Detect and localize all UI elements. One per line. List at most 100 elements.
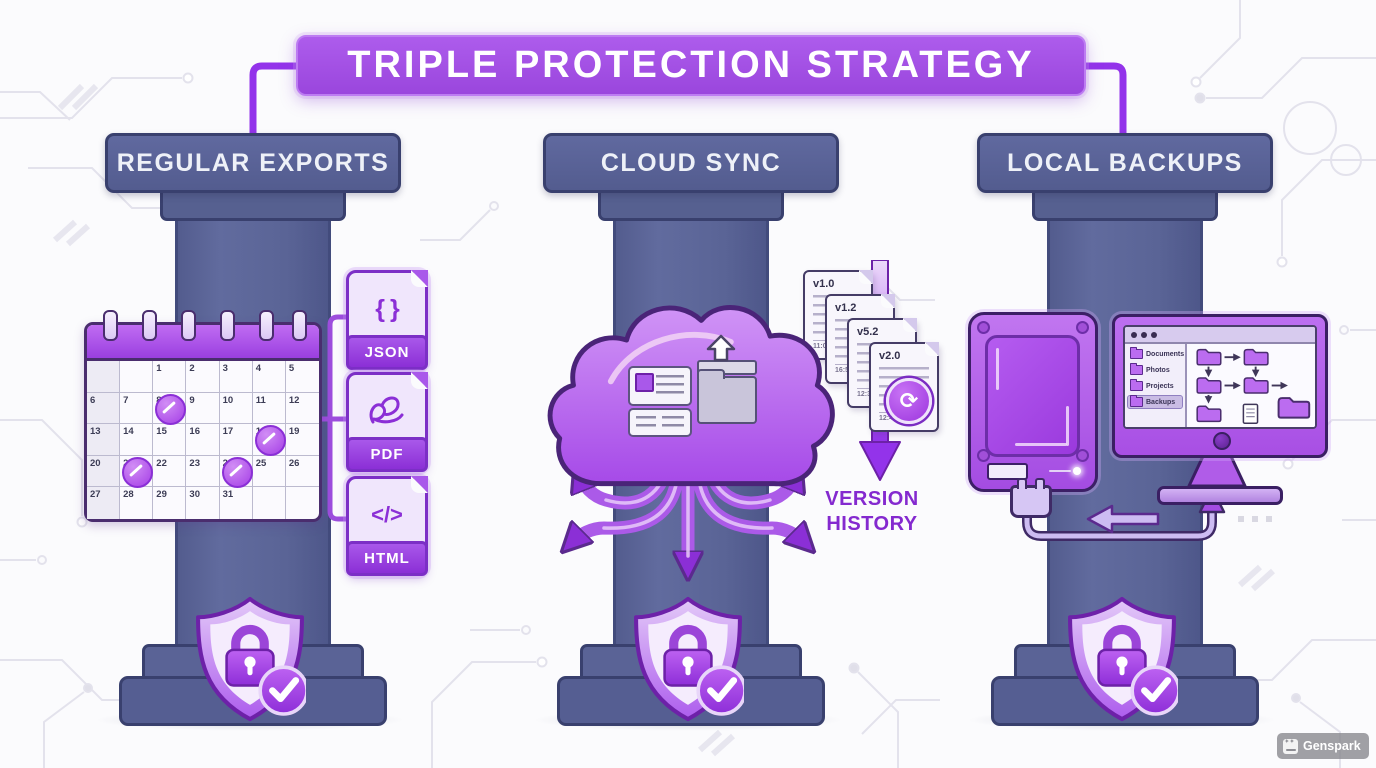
version-history-caption: VERSION HISTORY bbox=[825, 488, 919, 535]
window-dot-icon bbox=[1151, 331, 1157, 338]
json-braces-icon: { } bbox=[375, 294, 399, 323]
window-titlebar bbox=[1125, 327, 1315, 344]
calendar-day: 1 bbox=[153, 361, 187, 393]
led-indicator bbox=[1073, 467, 1081, 475]
calendar-day: 30 bbox=[186, 487, 220, 519]
thumbnail-icon bbox=[635, 373, 654, 392]
calendar-day: 16 bbox=[186, 424, 220, 456]
folder-icon bbox=[1130, 395, 1143, 407]
calendar-day: 29 bbox=[153, 487, 187, 519]
sidebar-item-projects: Projects bbox=[1128, 379, 1182, 392]
calendar-day: 6 bbox=[87, 392, 121, 425]
monitor-icon: Documents Photos Projects Backups bbox=[1112, 314, 1328, 458]
monitor-screen: Documents Photos Projects Backups bbox=[1123, 325, 1317, 429]
html-label: HTML bbox=[346, 541, 428, 576]
security-shield-local bbox=[1066, 593, 1178, 723]
pdf-glyph-icon bbox=[349, 387, 425, 435]
calendar-day: 14 bbox=[120, 424, 154, 456]
drive-panel bbox=[985, 335, 1080, 457]
pillar-header-local: LOCAL BACKUPS bbox=[977, 133, 1273, 193]
version-label: v1.0 bbox=[813, 278, 835, 290]
sidebar-item-backups-selected: Backups bbox=[1127, 395, 1183, 409]
calendar-ring bbox=[142, 310, 157, 341]
calendar-day: 28 bbox=[120, 487, 154, 519]
calendar-ring bbox=[292, 310, 307, 341]
calendar-day: 7 bbox=[120, 392, 154, 425]
calendar-day: 22 bbox=[153, 455, 187, 488]
file-format-pdf: PDF bbox=[346, 372, 428, 472]
pillar-label-local: LOCAL BACKUPS bbox=[1007, 148, 1243, 177]
page-fold-icon bbox=[903, 318, 917, 332]
calendar-day: 25 bbox=[252, 455, 286, 488]
genspark-logo-icon bbox=[1283, 738, 1298, 754]
watermark-label: Genspark bbox=[1303, 739, 1361, 753]
calendar-day: 31 bbox=[220, 487, 253, 519]
calendar-ring bbox=[220, 310, 235, 341]
text-lines-icon bbox=[662, 416, 684, 429]
html-code-icon: </> bbox=[371, 502, 403, 527]
screw-icon bbox=[977, 321, 990, 334]
export-schedule-calendar: 1 2 3 4 5 6 7 8 9 10 11 12 13 14 15 16 1… bbox=[84, 310, 322, 522]
page-title: TRIPLE PROTECTION STRATEGY bbox=[347, 44, 1035, 86]
calendar-day-marked: 21 bbox=[120, 455, 154, 488]
calendar-ring bbox=[259, 310, 274, 341]
genspark-watermark: Genspark bbox=[1277, 733, 1369, 759]
usb-plug-icon bbox=[1010, 478, 1052, 518]
calendar-day bbox=[253, 487, 286, 519]
upload-arrow-icon bbox=[706, 334, 736, 362]
monitor-base bbox=[1157, 486, 1283, 505]
calendar-day: 27 bbox=[87, 487, 121, 519]
window-dot-icon bbox=[1131, 331, 1137, 338]
calendar-day-marked: 18 bbox=[252, 424, 286, 457]
file-browser-sidebar: Documents Photos Projects Backups bbox=[1125, 344, 1187, 427]
calendar-day: 9 bbox=[186, 392, 220, 425]
usb-port-icon bbox=[987, 463, 1028, 480]
pillar-header-cloud: CLOUD SYNC bbox=[543, 133, 839, 193]
file-format-html: </> HTML bbox=[346, 476, 428, 576]
screw-icon bbox=[1076, 321, 1089, 334]
sidebar-item-photos: Photos bbox=[1128, 363, 1182, 376]
security-shield-cloud bbox=[632, 593, 744, 723]
page-fold-icon bbox=[881, 294, 895, 308]
led-line bbox=[1049, 469, 1071, 472]
calendar-day: 5 bbox=[285, 361, 319, 393]
calendar-day bbox=[286, 487, 319, 519]
history-refresh-icon: ⟳ bbox=[886, 378, 932, 424]
version-time: 11:0 bbox=[813, 343, 827, 350]
calendar-day: 19 bbox=[285, 424, 319, 456]
folder-flowchart bbox=[1196, 348, 1311, 424]
security-shield-exports bbox=[194, 593, 306, 723]
calendar-day: 2 bbox=[186, 361, 220, 393]
external-drive-icon bbox=[968, 312, 1098, 492]
screw-icon bbox=[1076, 449, 1089, 462]
pillar-header-exports: REGULAR EXPORTS bbox=[105, 133, 401, 193]
text-lines-icon bbox=[656, 375, 684, 397]
json-label: JSON bbox=[346, 335, 428, 370]
window-dot-icon bbox=[1141, 331, 1147, 338]
monitor-power-button bbox=[1213, 432, 1231, 450]
folder-icon bbox=[1130, 379, 1143, 391]
calendar-day: 20 bbox=[87, 455, 121, 488]
calendar-day: 4 bbox=[252, 361, 286, 393]
calendar-day-marked: 8 bbox=[153, 392, 187, 425]
calendar-day bbox=[120, 361, 154, 393]
pdf-label: PDF bbox=[346, 437, 428, 472]
folder-icon bbox=[1130, 347, 1143, 359]
calendar-day: 17 bbox=[219, 424, 253, 456]
page-fold-icon bbox=[925, 342, 939, 356]
folder-tree-panel bbox=[1187, 344, 1315, 427]
calendar-grid: 1 2 3 4 5 6 7 8 9 10 11 12 13 14 15 16 1… bbox=[87, 361, 319, 519]
title-connectors bbox=[249, 62, 1127, 137]
calendar-ring bbox=[181, 310, 196, 341]
pillar-label-cloud: CLOUD SYNC bbox=[600, 148, 782, 177]
calendar-day: 10 bbox=[219, 392, 253, 425]
version-label: v5.2 bbox=[857, 326, 879, 338]
calendar-day-marked: 24 bbox=[219, 455, 253, 488]
calendar-day: 12 bbox=[285, 393, 319, 425]
calendar-ring bbox=[103, 310, 118, 341]
calendar-day bbox=[87, 361, 121, 393]
sidebar-item-documents: Documents bbox=[1128, 347, 1184, 360]
restore-direction-arrow bbox=[1086, 504, 1160, 534]
version-time: 12:3 bbox=[857, 391, 872, 398]
